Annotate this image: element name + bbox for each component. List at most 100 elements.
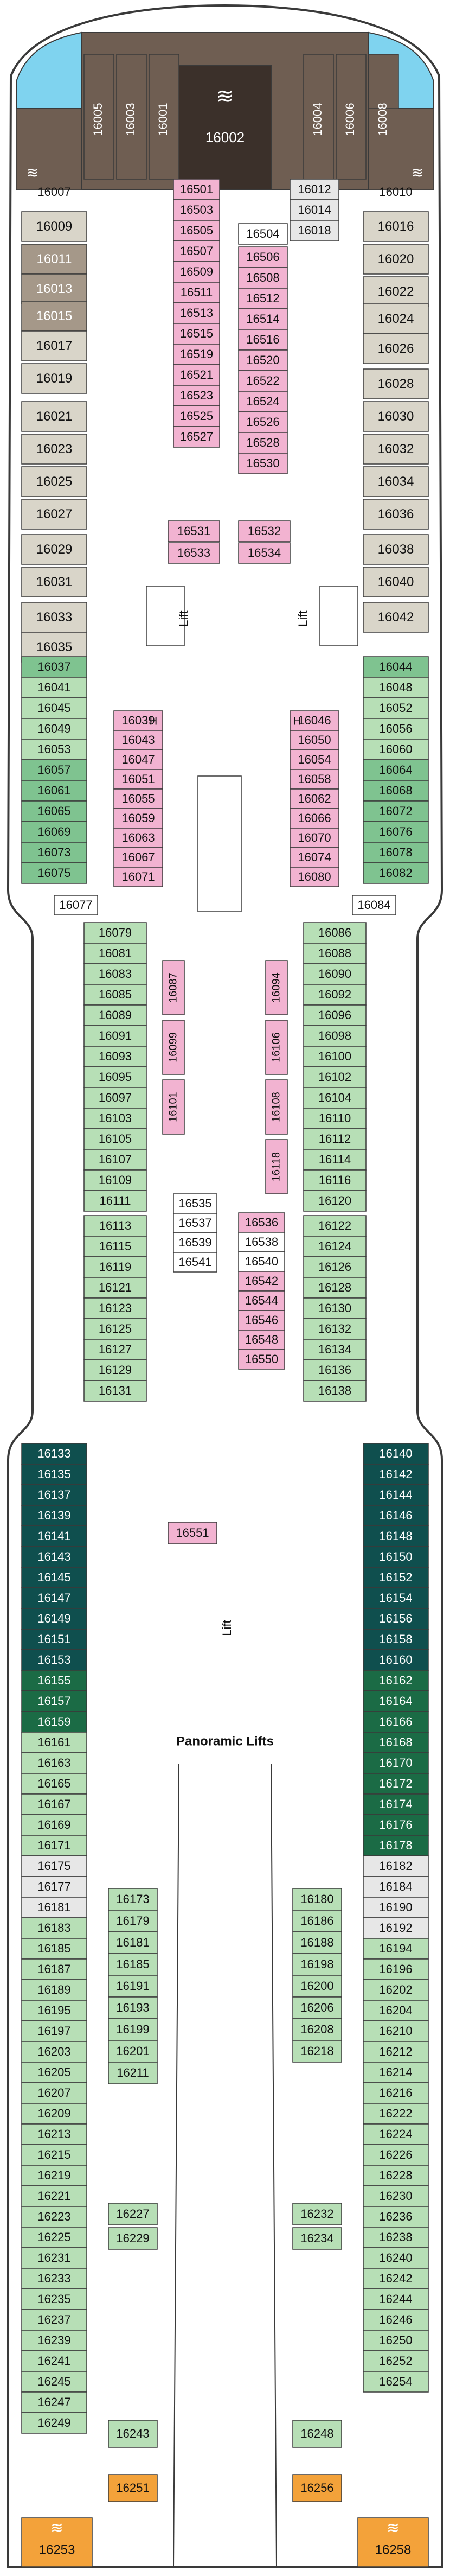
cabin-number: 16093 [99,1050,132,1063]
wave-suite-icon: ≋ [387,2519,399,2536]
cabin [162,1020,185,1075]
cabin-number: 16118 [270,1152,282,1181]
cabin-number: 16149 [37,1612,70,1625]
cabin-number: 16009 [36,219,73,234]
cabin-number: 16137 [37,1488,70,1502]
cabin-number: 16213 [37,2127,70,2141]
cabin [303,984,367,1006]
cabin [303,1169,367,1191]
cabin-number: 16090 [318,967,351,981]
suite-aft-left [21,2517,93,2567]
cabin-number: 16058 [298,772,331,786]
cabin-number: 16153 [37,1653,70,1667]
cabin-number: 16224 [379,2127,412,2141]
cabin [238,1232,285,1252]
cabin-number: 16016 [378,219,414,234]
h-marker: H [293,715,301,727]
cabin [238,520,291,542]
suite-number: 16010 [379,185,412,199]
corridor-line [173,1763,179,2567]
cabin-number: 16239 [37,2333,70,2347]
cabin-number: 16036 [378,507,414,521]
cabin [21,2103,87,2125]
cabin [108,1888,158,1911]
cabin [238,453,288,474]
cabin [173,323,220,345]
cabin-number: 16098 [318,1029,351,1042]
suite-number: 16004 [311,103,324,136]
cabin [21,2144,87,2166]
cabin-number: 16168 [379,1735,412,1749]
suite-number: 16253 [39,2542,75,2557]
cabin-number: 16230 [379,2189,412,2203]
cabin-number: 16042 [378,610,414,625]
cabin-number: 16102 [318,1070,351,1084]
wave-suite-icon: ≋ [50,2519,63,2536]
cabin-number: 16203 [37,2045,70,2058]
cabin-number: 16123 [99,1301,132,1315]
cabin [83,1149,147,1171]
cabin [303,1380,367,1402]
cabin [303,922,367,944]
cabin [108,2040,158,2063]
cabin [21,1587,87,1609]
cabin [173,240,220,262]
cabin-number: 16522 [246,374,279,387]
cabin-number: 16104 [318,1091,351,1104]
cabin [21,434,87,465]
cabin [290,769,339,790]
cabin-number: 16133 [37,1447,70,1460]
cabin-number: 16201 [116,2044,149,2058]
cabin [162,1079,185,1135]
cabin-number: 16044 [379,660,412,673]
cabin [21,211,87,242]
cabin-number: 16181 [116,1936,149,1949]
cabin-number: 16100 [318,1050,351,1063]
cabin-number: 16015 [36,309,73,323]
cabin-number: 16097 [99,1091,132,1104]
wave-suite-icon: ≋ [216,85,234,109]
cabin-number: 16057 [37,763,70,777]
cabin-number: 16039 [121,714,155,727]
cabin-number: 16053 [37,742,70,756]
cabin [363,2020,429,2042]
cabin-number: 16227 [116,2207,149,2221]
cabin-number: 16505 [180,224,213,237]
cabin-number: 16175 [37,1859,70,1873]
cabin [363,499,429,530]
suite-corner-left [16,108,82,190]
cabin-number: 16116 [319,1173,351,1187]
cabin [21,2227,87,2248]
suite-corner-right [368,108,434,190]
cabin-number: 16040 [378,575,414,589]
cabin [238,1290,285,1311]
cabin-number: 16249 [37,2416,70,2429]
cabin [238,370,288,392]
cabin [363,759,429,781]
cabin-number: 16501 [180,182,213,196]
cabin [21,718,87,740]
cabin [173,199,220,221]
cabin-number: 16182 [379,1859,412,1873]
cabin [21,2062,87,2083]
cabin [265,960,288,1015]
cabin [238,542,291,564]
cabin-number: 16233 [37,2272,70,2285]
cabin-number: 16531 [177,524,210,538]
cabin [21,1979,87,2001]
suite-number: 16008 [376,103,389,136]
central-stair [197,775,242,912]
cabin-number: 16504 [246,227,279,240]
cabin-number: 16192 [379,1921,412,1935]
cabin [303,1236,367,1257]
cabin [265,1079,288,1135]
cabin [352,895,396,915]
cabin [238,223,288,245]
cabin [173,1213,217,1233]
cabin [21,301,87,332]
cabin-number: 16198 [300,1957,333,1971]
cabin-number: 16176 [379,1818,412,1831]
cabin [363,1690,429,1712]
cabin-number: 16513 [180,306,213,320]
